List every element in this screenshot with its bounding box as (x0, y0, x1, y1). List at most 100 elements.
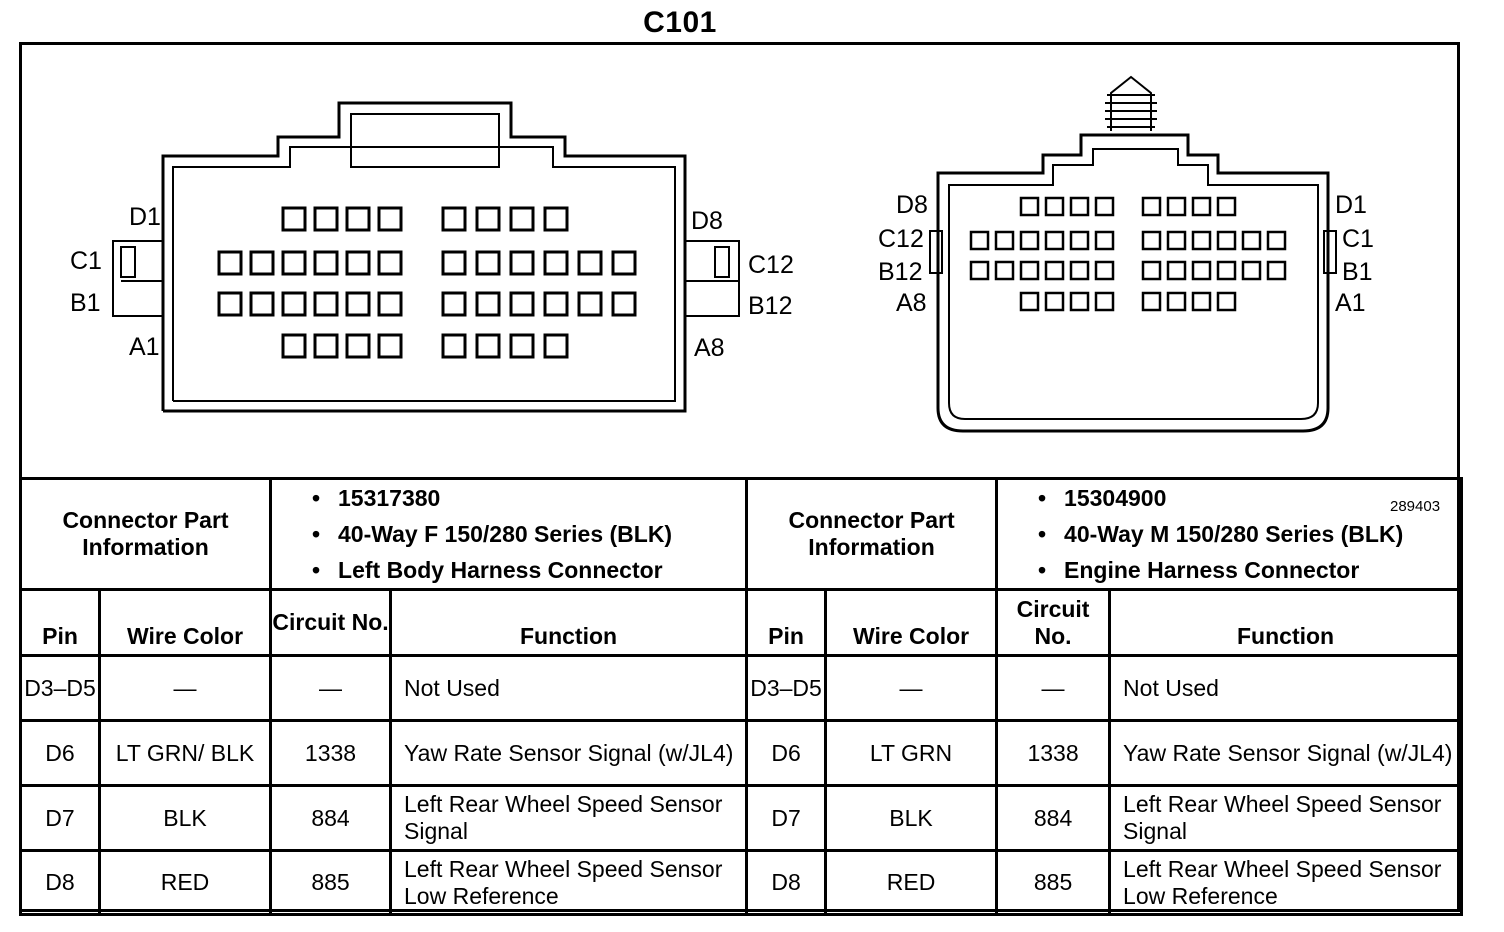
cell-function: Left Rear Wheel Speed Sensor Signal (389, 784, 749, 852)
pin-cavity (611, 291, 637, 317)
connector-drawings (112, 75, 1337, 433)
pin-cavity (377, 291, 403, 317)
header-wire-color: Wire Color (97, 588, 273, 657)
cell-function: Yaw Rate Sensor Signal (w/JL4) (1108, 719, 1464, 787)
pin-cavity (1216, 260, 1237, 281)
pin-cavity (509, 291, 535, 317)
left-part-info: 15317380 40-Way F 150/280 Series (BLK) L… (269, 477, 749, 591)
pin-cavity (509, 206, 535, 232)
pin-cavity (345, 291, 371, 317)
pin-cavity (281, 250, 307, 276)
pin-cavity (1166, 230, 1187, 251)
pin-cavity (441, 206, 467, 232)
connector-diagram: D1 C1 B1 A1 D8 C12 B12 A8 D8 C12 B12 A8 … (22, 45, 1463, 523)
pin-cavity (345, 333, 371, 359)
label-left-c1: C1 (70, 247, 102, 275)
label-left-b1: B1 (70, 289, 101, 317)
cell-wire-color: — (824, 654, 999, 722)
pin-cavity (1019, 291, 1040, 312)
cell-circuit: 1338 (269, 719, 393, 787)
label-right-b12: B12 (878, 258, 923, 286)
pin-cavity (1044, 260, 1065, 281)
pin-cavity (1266, 230, 1287, 251)
pin-cavity (1069, 291, 1090, 312)
cell-circuit: 1338 (995, 719, 1112, 787)
pin-cavity (1141, 260, 1162, 281)
cell-wire-color: RED (97, 849, 273, 916)
left-connector-drawing (112, 101, 740, 413)
header-pin: Pin (745, 588, 828, 657)
cell-pin: D3–D5 (745, 654, 828, 722)
header-wire-color: Wire Color (824, 588, 999, 657)
pin-cavity (1044, 196, 1065, 217)
pin-cavity (475, 250, 501, 276)
cell-wire-color: BLK (97, 784, 273, 852)
cell-circuit: 884 (995, 784, 1112, 852)
cell-pin: D7 (745, 784, 828, 852)
pin-cavity (1191, 260, 1212, 281)
cell-wire-color: LT GRN/ BLK (97, 719, 273, 787)
pin-cavity (217, 291, 243, 317)
pin-cavity (249, 250, 275, 276)
pin-cavity (1266, 260, 1287, 281)
diagram-frame: D1 C1 B1 A1 D8 C12 B12 A8 D8 C12 B12 A8 … (19, 42, 1460, 912)
pin-cavity (1191, 291, 1212, 312)
pin-cavity (1094, 291, 1115, 312)
pin-cavity (281, 333, 307, 359)
label-right-d1: D1 (1335, 191, 1367, 219)
pin-cavity (1044, 291, 1065, 312)
table-row: D3–D5 — — Not Used D3–D5 — — Not Used (19, 654, 1464, 722)
label-left-a1: A1 (129, 333, 160, 361)
pin-cavity (441, 333, 467, 359)
label-right-b1: B1 (1342, 258, 1373, 286)
label-right-c1: C1 (1342, 225, 1374, 253)
pin-cavity (281, 291, 307, 317)
table-row: D6 LT GRN/ BLK 1338 Yaw Rate Sensor Sign… (19, 719, 1464, 787)
pin-cavity (441, 291, 467, 317)
pin-cavity (543, 333, 569, 359)
cell-function: Yaw Rate Sensor Signal (w/JL4) (389, 719, 749, 787)
table-row: D7 BLK 884 Left Rear Wheel Speed Sensor … (19, 784, 1464, 852)
part-info-row: Connector Part Information 15317380 40-W… (18, 477, 1464, 591)
pin-cavity (969, 260, 990, 281)
header-circuit: Circuit No. (995, 588, 1112, 657)
pin-cavity (281, 206, 307, 232)
cell-wire-color: — (97, 654, 273, 722)
header-function: Function (389, 588, 749, 657)
cell-circuit: 885 (269, 849, 393, 916)
connector-table: Connector Part Information 15317380 40-W… (18, 477, 1464, 916)
pin-cavity (1241, 230, 1262, 251)
cell-pin: D3–D5 (19, 654, 101, 722)
label-left-d1: D1 (129, 203, 161, 231)
pin-cavity (475, 333, 501, 359)
pin-cavity (475, 206, 501, 232)
right-part-series: 40-Way M 150/280 Series (BLK) (1038, 516, 1460, 552)
cell-pin: D7 (19, 784, 101, 852)
pin-cavity (509, 333, 535, 359)
right-part-description: Engine Harness Connector (1038, 552, 1460, 588)
pin-cavity (1166, 196, 1187, 217)
pin-cavity (509, 250, 535, 276)
pin-cavity (577, 291, 603, 317)
pin-cavity (217, 250, 243, 276)
cell-function: Not Used (1108, 654, 1464, 722)
pin-cavity (1241, 260, 1262, 281)
pin-cavity (1019, 230, 1040, 251)
cell-pin: D8 (19, 849, 101, 916)
right-part-number: 15304900 (1038, 480, 1460, 516)
pin-cavity (1019, 196, 1040, 217)
cell-function: Left Rear Wheel Speed Sensor Low Referen… (1108, 849, 1464, 916)
pin-cavity (543, 250, 569, 276)
left-part-number: 15317380 (312, 480, 745, 516)
pin-cavity (313, 291, 339, 317)
cell-circuit: — (269, 654, 393, 722)
cell-pin: D8 (745, 849, 828, 916)
pin-cavity (1216, 196, 1237, 217)
pin-cavity (249, 291, 275, 317)
pin-cavity (1166, 260, 1187, 281)
cell-function: Not Used (389, 654, 749, 722)
pin-cavity (1191, 196, 1212, 217)
pin-cavity (313, 206, 339, 232)
label-right-a8: A8 (896, 289, 927, 317)
pin-cavity (345, 206, 371, 232)
